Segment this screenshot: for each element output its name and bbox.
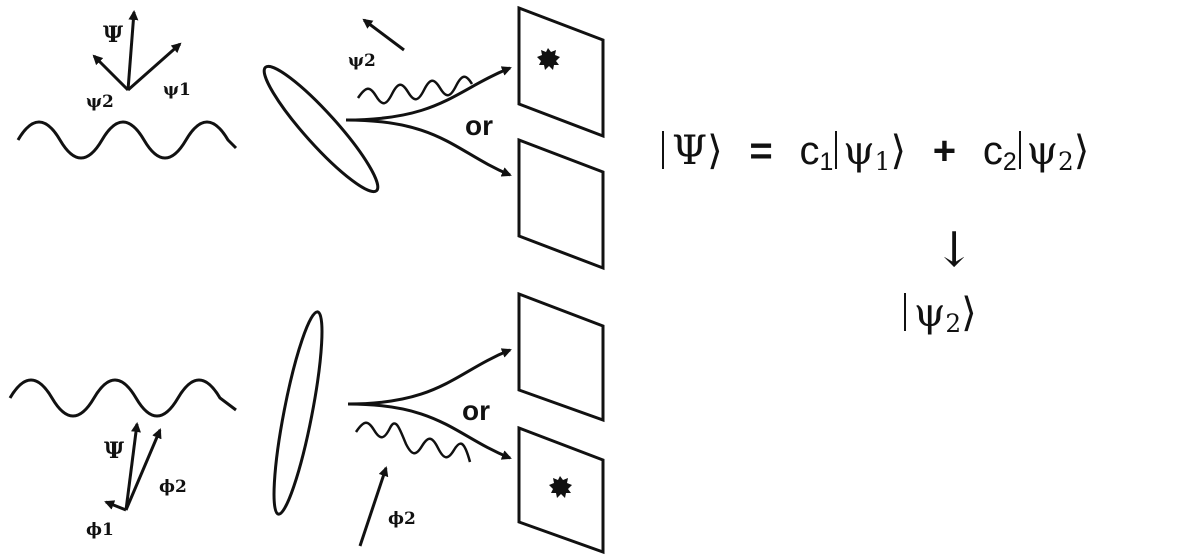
top-psi2-vector: [92, 54, 130, 92]
eq-equals: =: [749, 129, 773, 173]
top-emitted-label: ψ2: [348, 51, 376, 71]
collapsed-state: ψ2⟩: [904, 290, 977, 338]
ket-bracket: ⟩: [890, 128, 907, 174]
ket-bracket: ⟩: [1073, 128, 1090, 174]
eq-c1: c: [799, 129, 820, 173]
bottom-incoming-label: ϕ2: [388, 509, 416, 529]
eq-psi2: ψ: [1026, 128, 1059, 174]
top-psi2-label: ψ2: [86, 92, 114, 112]
bottom-incoming-wave: [8, 378, 237, 418]
top-detector-upper: [517, 5, 605, 139]
bottom-polarization-vectors: [104, 422, 162, 512]
bottom-incoming-photon-wave: [354, 421, 472, 463]
eq-psi1-index: 1: [874, 147, 891, 177]
top-psi1-vector: [127, 42, 182, 92]
eq-psi1: ψ: [843, 128, 875, 174]
ket-bracket: ⟩: [707, 128, 723, 174]
top-upper-branch: [345, 66, 512, 122]
bottom-phi1-vector: [104, 500, 127, 512]
eq-c2: c: [982, 129, 1003, 173]
bottom-upper-branch: [347, 348, 512, 406]
bottom-psi-vector: [124, 422, 141, 511]
eq-c2-index: 2: [1002, 149, 1017, 177]
ket-bar: [835, 130, 838, 169]
bottom-phi1-label: ϕ1: [86, 520, 114, 540]
top-or-label: or: [465, 110, 493, 141]
bottom-lower-branch: [347, 402, 512, 460]
top-polarizer: [262, 64, 380, 194]
ket-bar: [904, 292, 906, 331]
eq-c1-index: 1: [819, 149, 834, 177]
result-index: 2: [945, 309, 962, 339]
top-detector-lower: [517, 137, 605, 271]
bottom-detector-upper: [517, 291, 605, 423]
top-lower-branch: [345, 118, 512, 177]
bottom-phi2-vector: [124, 428, 162, 511]
bottom-panel: Ψ ϕ2 ϕ1 or ϕ2: [8, 291, 605, 555]
top-emitted-direction-arrow: [362, 18, 405, 52]
bottom-detector-spark: [549, 476, 572, 498]
eq-lhs-symbol: Ψ: [672, 128, 708, 174]
top-psi1-label: ψ1: [163, 80, 191, 100]
bottom-psi-label: Ψ: [104, 438, 124, 464]
eq-psi2-index: 2: [1058, 147, 1074, 177]
bottom-polarizer: [272, 310, 324, 516]
ket-bar: [1018, 130, 1021, 169]
bottom-or-label: or: [462, 395, 490, 426]
spark-icon: [549, 476, 572, 498]
top-detector-spark: [537, 48, 560, 70]
bottom-phi2-label: ϕ2: [159, 477, 187, 497]
arrow-down-icon: ↓: [934, 222, 975, 278]
result-symbol: ψ: [914, 290, 946, 336]
ket-bar: [662, 130, 664, 169]
top-incoming-wave: [16, 120, 238, 160]
bottom-incoming-direction-arrow: [358, 466, 389, 547]
spark-icon: [537, 48, 560, 70]
top-polarization-vectors: [92, 10, 182, 92]
top-psi-vector: [126, 10, 139, 91]
top-psi-label: Ψ: [103, 22, 123, 48]
ket-bracket: ⟩: [961, 290, 977, 336]
top-emitted-wave: [356, 75, 474, 105]
eq-plus: +: [932, 129, 957, 173]
top-panel: Ψ ψ1 ψ2 or ψ2: [16, 5, 605, 271]
